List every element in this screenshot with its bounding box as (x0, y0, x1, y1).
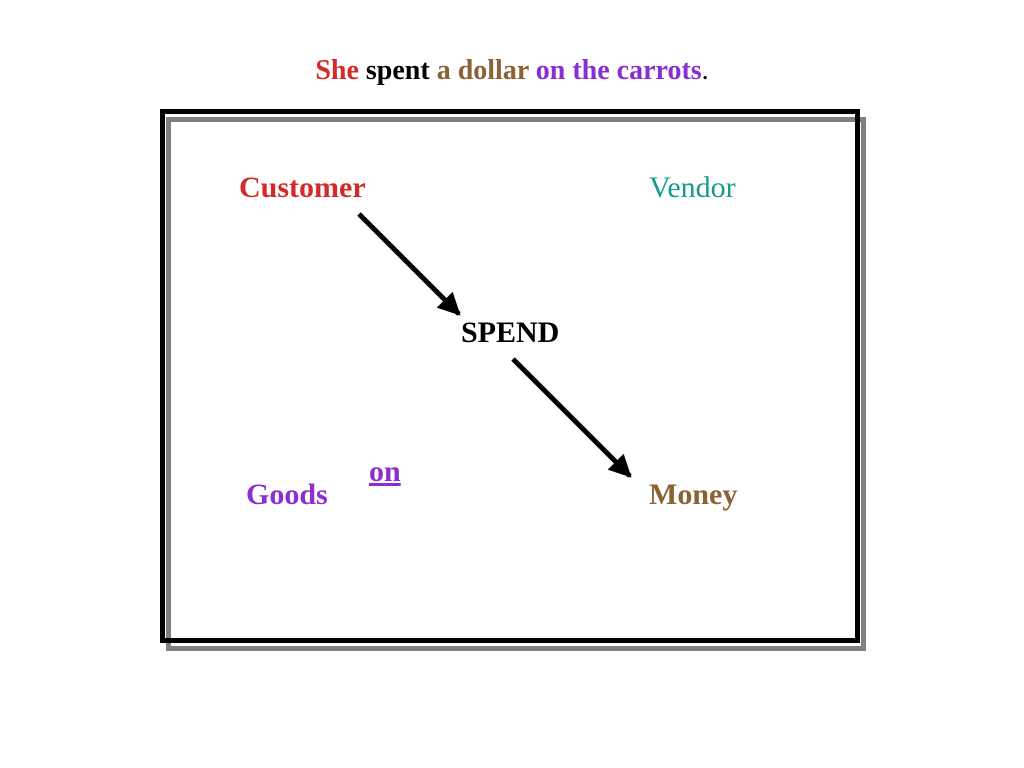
frame-shadow (166, 117, 866, 651)
diagram-frame (160, 109, 860, 643)
sentence-title: She spent a dollar on the carrots. (0, 53, 1024, 89)
vendor-label: Vendor (649, 171, 736, 204)
preposition-on-label: on (369, 455, 401, 488)
customer-label: Customer (239, 171, 366, 204)
sentence-agent: She (315, 55, 359, 86)
money-label: Money (649, 478, 738, 511)
customer-to-spend-arrow (357, 212, 461, 316)
spend-label: SPEND (461, 316, 560, 349)
sentence-verb: spent (365, 55, 430, 86)
spend-to-money-arrow (511, 357, 632, 478)
sentence-amount: a dollar (436, 55, 529, 86)
sentence-goods-phrase: on the carrots (535, 55, 702, 86)
goods-label: Goods (246, 478, 328, 511)
sentence-period: . (701, 55, 709, 86)
